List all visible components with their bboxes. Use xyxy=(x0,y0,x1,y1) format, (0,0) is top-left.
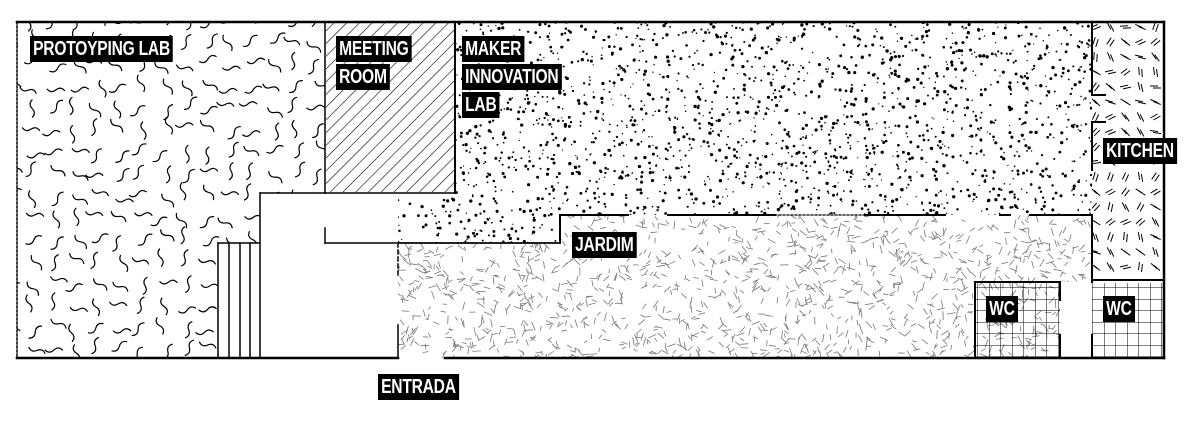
room-label-wc-right: WC xyxy=(1103,296,1135,322)
room-label-entrada: ENTRADA xyxy=(378,374,459,400)
meeting-room-line-1: MEETING xyxy=(336,36,412,62)
room-label-meeting-room: MEETING ROOM xyxy=(336,36,433,92)
room-label-jardim: JARDIM xyxy=(572,232,637,258)
walls xyxy=(15,20,1166,360)
meeting-room-line-2: ROOM xyxy=(336,64,390,90)
room-label-kitchen: KITCHEN xyxy=(1103,138,1177,164)
maker-lab-line-2: INNOVATION xyxy=(462,64,562,90)
room-label-wc-left: WC xyxy=(986,296,1018,322)
maker-lab-line-1: MAKER xyxy=(462,36,525,62)
entrance-hall xyxy=(260,193,398,358)
room-label-prototyping-lab: PROTOYPING LAB xyxy=(30,36,174,62)
maker-lab-line-3: LAB xyxy=(462,92,500,118)
stairs-area xyxy=(218,243,260,358)
room-label-maker-innovation-lab: MAKER INNOVATION LAB xyxy=(462,36,590,120)
